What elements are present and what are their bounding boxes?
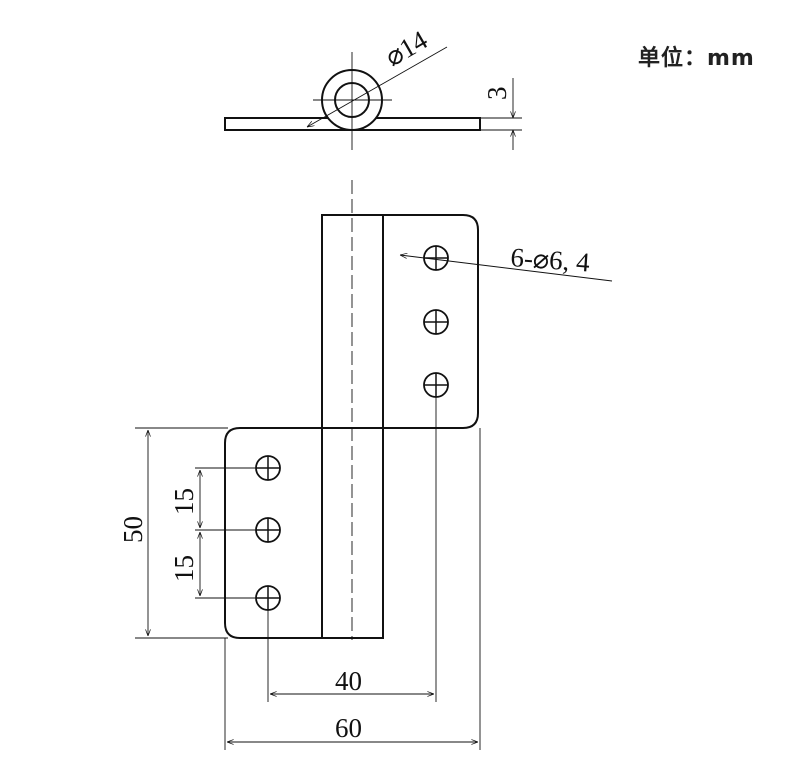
pitch-label-2: 15 — [169, 555, 199, 582]
holes-label: 6-⌀6, 4 — [510, 242, 592, 277]
width-label: 60 — [335, 713, 362, 743]
barrel — [321, 214, 384, 639]
front-view: 6-⌀6, 4 50 15 15 40 60 — [118, 180, 613, 750]
pin-diameter-label: ⌀14 — [380, 24, 433, 72]
height-label: 50 — [118, 516, 148, 543]
thickness-label: 3 — [482, 87, 512, 101]
span-label: 40 — [335, 666, 362, 696]
unit-label: 单位：mm — [638, 46, 755, 71]
holes-leader — [400, 255, 613, 282]
upper-leaf — [322, 214, 479, 429]
diameter-leader — [307, 46, 448, 127]
pitch-label-1: 15 — [169, 488, 199, 515]
hole-icon — [423, 309, 449, 335]
lower-leaf — [224, 427, 383, 639]
top-view: ⌀14 3 — [224, 24, 522, 150]
